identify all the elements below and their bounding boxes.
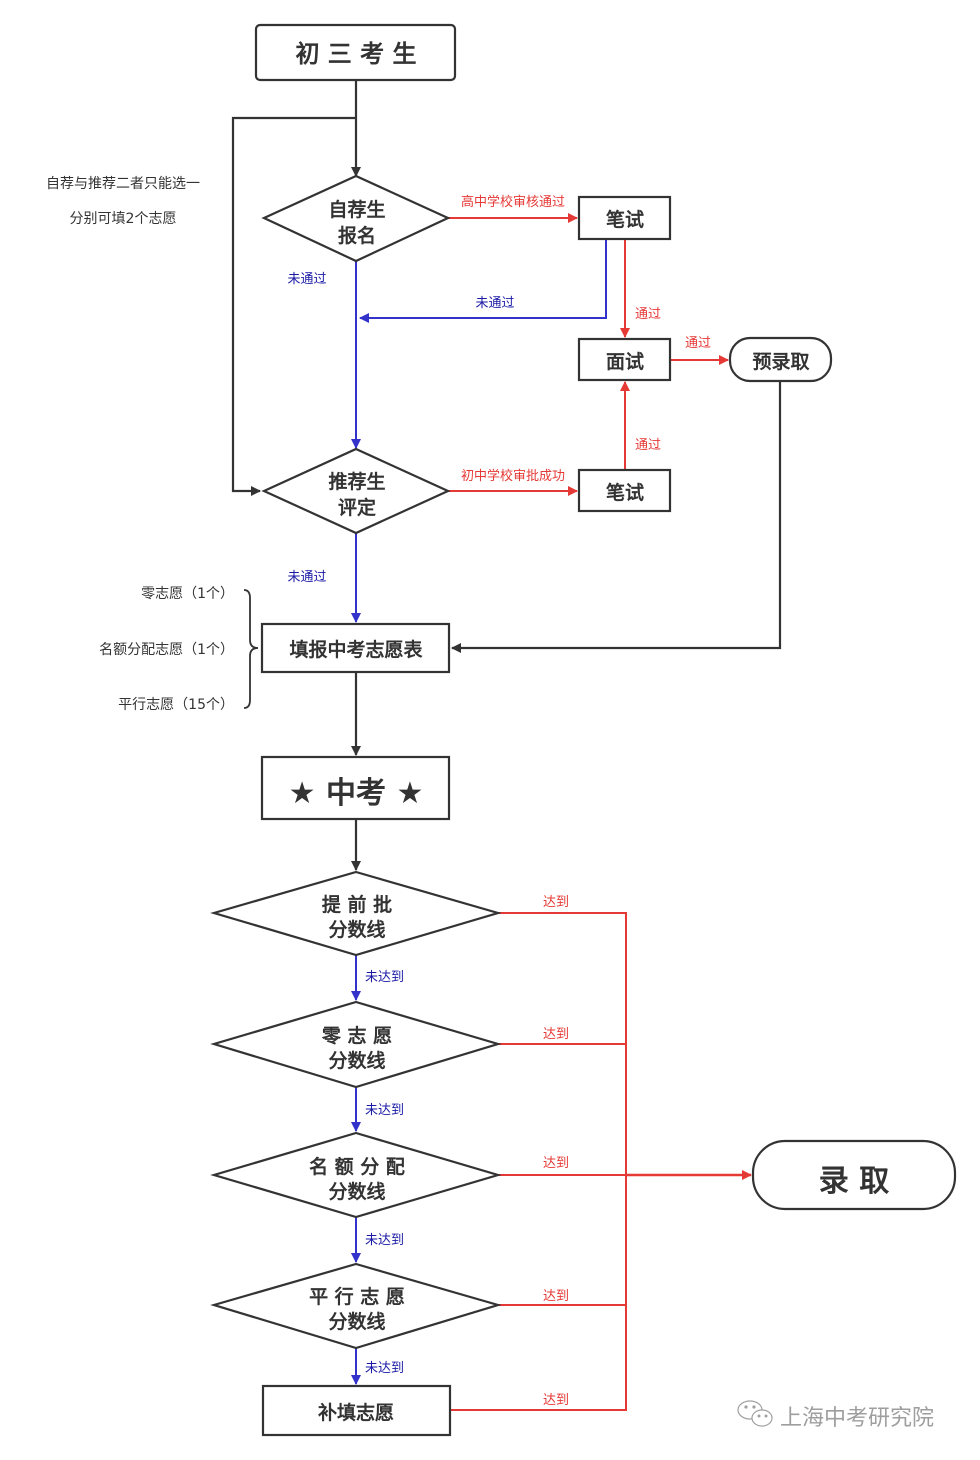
note-zero-choice: 零志愿（1个） <box>141 586 234 602</box>
label-reached-5: 达到 <box>543 1393 569 1408</box>
node-self-apply[interactable]: 自荐生 报名 <box>261 174 451 263</box>
node-d4-line2: 分数线 <box>328 1310 385 1333</box>
label-passed-1: 通过 <box>635 307 661 322</box>
label-not-passed-1: 未通过 <box>287 272 326 287</box>
node-supplement[interactable]: 补填志愿 <box>261 1384 452 1437</box>
label-not-reached-2: 未达到 <box>365 1103 404 1118</box>
label-not-reached-1: 未达到 <box>365 970 404 985</box>
wechat-icon <box>737 1400 773 1427</box>
node-pre-admission[interactable]: 预录取 <box>728 336 833 383</box>
edge-start-to-recommend <box>231 116 356 496</box>
node-d1-line1: 提 前 批 <box>322 893 392 916</box>
node-recommend-line2: 评定 <box>338 496 376 519</box>
edge-pre-admission-to-fill-form <box>451 382 782 653</box>
node-d4-parallel[interactable]: 平 行 志 愿 分数线 <box>210 1262 502 1350</box>
node-d3-line2: 分数线 <box>328 1180 385 1203</box>
node-interview[interactable]: 面试 <box>577 337 672 382</box>
label-passed-2: 通过 <box>685 336 711 351</box>
label-reached-1: 达到 <box>543 895 569 910</box>
node-d4-line1: 平 行 志 愿 <box>309 1285 405 1308</box>
label-not-reached-3: 未达到 <box>365 1233 404 1248</box>
node-exam-label: ★ 中考 ★ <box>289 776 424 811</box>
label-not-passed-2: 未通过 <box>475 296 514 311</box>
watermark-text: 上海中考研究院 <box>780 1406 934 1431</box>
node-pre-admission-label: 预录取 <box>752 351 809 373</box>
node-self-apply-line1: 自荐生 <box>328 198 385 221</box>
node-fill-form-label: 填报中考志愿表 <box>289 638 423 661</box>
node-self-apply-line2: 报名 <box>338 224 376 247</box>
choices-brace <box>243 589 259 709</box>
node-fill-form[interactable]: 填报中考志愿表 <box>260 622 451 674</box>
note-two-choices: 分别可填2个志愿 <box>70 211 177 227</box>
note-choose-one: 自荐与推荐二者只能选一 <box>46 176 200 192</box>
label-reached-4: 达到 <box>543 1289 569 1304</box>
node-start[interactable]: 初 三 考 生 <box>254 23 457 82</box>
node-written-test-bottom[interactable]: 笔试 <box>577 468 672 513</box>
label-not-passed-3: 未通过 <box>287 570 326 585</box>
label-ms-approval: 初中学校审批成功 <box>461 468 565 484</box>
label-reached-2: 达到 <box>543 1027 569 1042</box>
node-d2-line2: 分数线 <box>328 1049 385 1072</box>
node-d3-line1: 名 额 分 配 <box>309 1155 405 1178</box>
node-written-test-top[interactable]: 笔试 <box>577 195 672 241</box>
node-admission-label: 录 取 <box>819 1164 889 1199</box>
node-d2-zero-choice[interactable]: 零 志 愿 分数线 <box>210 1000 502 1089</box>
node-d1-early-batch[interactable]: 提 前 批 分数线 <box>210 870 502 957</box>
label-passed-3: 通过 <box>635 438 661 453</box>
node-written-test-top-label: 笔试 <box>606 208 644 231</box>
node-start-label: 初 三 考 生 <box>295 40 416 68</box>
label-hs-review-pass: 高中学校审核通过 <box>461 194 565 210</box>
node-supplement-label: 补填志愿 <box>318 1401 394 1424</box>
node-exam[interactable]: ★ 中考 ★ <box>260 755 451 821</box>
edge-written-test-fail <box>359 240 607 323</box>
node-interview-label: 面试 <box>606 351 644 373</box>
node-d3-quota[interactable]: 名 额 分 配 分数线 <box>210 1131 502 1219</box>
node-recommend[interactable]: 推荐生 评定 <box>261 447 451 535</box>
node-d1-line2: 分数线 <box>328 918 385 941</box>
node-d2-line1: 零 志 愿 <box>321 1024 392 1047</box>
edge-reached-bus <box>450 912 627 1411</box>
node-admission[interactable]: 录 取 <box>751 1139 957 1211</box>
label-not-reached-4: 未达到 <box>365 1361 404 1376</box>
node-written-test-bottom-label: 笔试 <box>606 481 644 504</box>
note-quota-choice: 名额分配志愿（1个） <box>99 642 234 658</box>
label-reached-3: 达到 <box>543 1156 569 1171</box>
node-recommend-line1: 推荐生 <box>328 470 385 493</box>
note-parallel-choice: 平行志愿（15个） <box>118 697 234 713</box>
